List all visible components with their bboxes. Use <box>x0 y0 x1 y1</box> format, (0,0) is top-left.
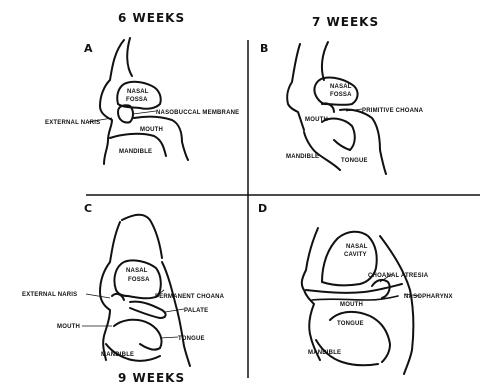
panel-c-label-fossa: FOSSA <box>128 277 150 283</box>
panel-d-label-cavity: CAVITY <box>344 252 367 258</box>
panel-b-label-nasal: NASAL <box>330 84 352 90</box>
panel-c-label-mandible: MANDIBLE <box>101 352 134 358</box>
header-6-weeks: 6 WEEKS <box>118 11 185 25</box>
panel-d-label-nasopharynx: NASOPHARYNX <box>404 294 453 300</box>
panel-a-label-fossa: FOSSA <box>126 97 148 103</box>
panel-c-palate <box>130 302 166 318</box>
panel-a-nasobuccal-membrane <box>118 105 133 122</box>
panel-d-label-nasal: NASAL <box>346 244 368 250</box>
panel-b-head-outline <box>322 42 328 80</box>
panel-a-head-outline <box>127 38 132 76</box>
panel-b-face-outline <box>287 44 304 130</box>
panel-b-oral-roof <box>340 109 386 174</box>
panel-c-letter: C <box>84 202 92 215</box>
panel-a-label-nasobuccal-membrane: NASOBUCCAL MEMBRANE <box>156 110 239 116</box>
panel-d-label-choanal-atresia: CHOANAL ATRESIA <box>368 273 429 279</box>
panel-a-letter: A <box>84 42 93 55</box>
header-9-weeks: 9 WEEKS <box>118 371 185 385</box>
panel-d-label-mouth: MOUTH <box>340 302 363 308</box>
panel-b-label-mandible: MANDIBLE <box>286 154 319 160</box>
panel-c-leader-naris <box>86 294 110 298</box>
panel-a: A NASAL FOSSA NASOBUCCAL MEMBRANE EXTERN… <box>45 38 239 164</box>
panel-b-label-mouth: MOUTH <box>305 117 328 123</box>
panel-d: D NASAL CAVITY CHOANAL ATRESIA NASOPHARY… <box>258 202 453 374</box>
panel-b-letter: B <box>260 42 268 55</box>
panel-c-leader-palate <box>165 309 184 312</box>
panel-d-label-tongue: TONGUE <box>337 321 364 327</box>
panel-d-letter: D <box>258 202 267 215</box>
panel-c-label-mouth: MOUTH <box>57 324 80 330</box>
panel-d-pharynx-wall <box>380 236 413 374</box>
panel-a-label-mandible: MANDIBLE <box>119 149 152 155</box>
panel-b: B NASAL FOSSA PRIMITIVE CHOANA MOUTH MAN… <box>260 42 424 174</box>
panel-a-label-external-naris: EXTERNAL NARIS <box>45 120 100 126</box>
panel-c-label-tongue: TONGUE <box>178 336 205 342</box>
panel-a-leader-membrane <box>133 111 156 114</box>
panel-c-tongue <box>114 320 162 350</box>
panel-b-tongue <box>322 119 355 150</box>
panel-c-label-nasal: NASAL <box>126 268 148 274</box>
panel-a-label-nasal: NASAL <box>127 89 149 95</box>
panel-b-mandible <box>304 132 340 170</box>
panel-c-label-palate: PALATE <box>184 308 208 314</box>
panel-c-label-external-naris: EXTERNAL NARIS <box>22 292 77 298</box>
panel-b-label-fossa: FOSSA <box>330 92 352 98</box>
panel-c: C NASAL FOSSA EXTERNAL NARIS PERMANENT C… <box>22 202 225 366</box>
panel-a-face-outline <box>100 40 124 164</box>
panel-c-head-outline <box>122 215 162 258</box>
panel-d-label-mandible: MANDIBLE <box>308 350 341 356</box>
panel-b-label-primitive-choana: PRIMITIVE CHOANA <box>362 108 424 114</box>
panel-a-label-mouth: MOUTH <box>140 127 163 133</box>
panel-c-leader-tongue <box>160 337 178 338</box>
header-7-weeks: 7 WEEKS <box>312 15 379 29</box>
panel-c-label-permanent-choana: PERMANENT CHOANA <box>155 294 225 300</box>
panel-b-label-tongue: TONGUE <box>341 158 368 164</box>
